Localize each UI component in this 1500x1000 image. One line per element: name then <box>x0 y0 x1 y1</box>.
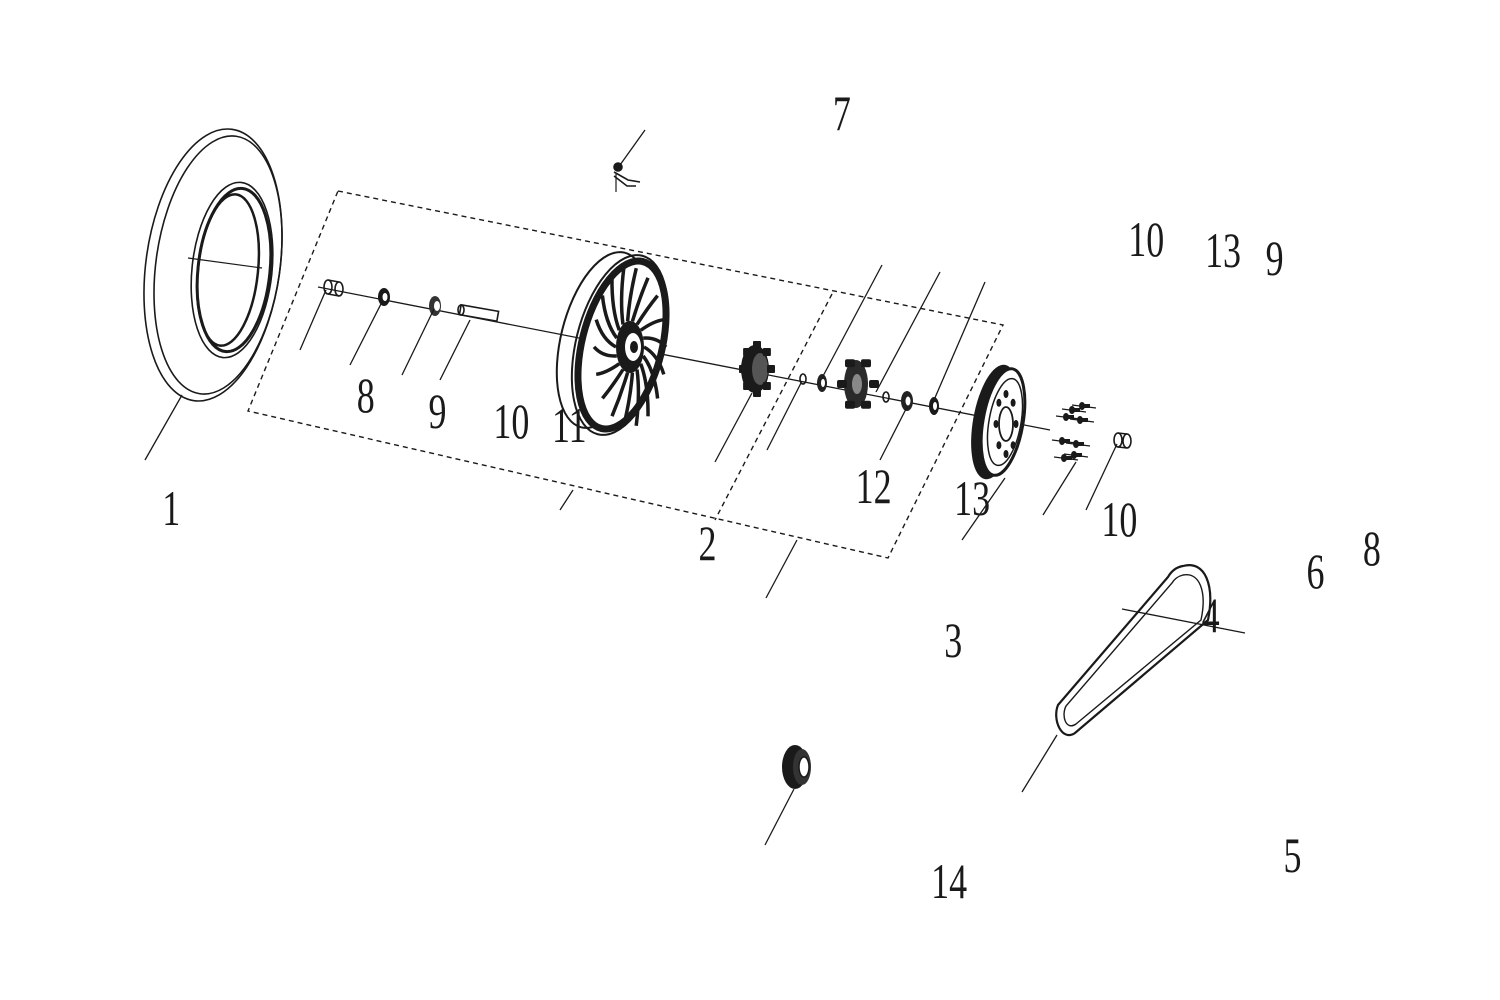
sprocket-tooth <box>743 348 752 356</box>
label-13-bottom: 13 <box>954 471 990 526</box>
pulley-hole <box>996 398 1002 407</box>
wheel-spoke <box>592 345 617 358</box>
wheel-spoke <box>619 267 626 325</box>
wheel-spoke <box>643 336 668 349</box>
assembly-2-outline <box>247 190 1005 559</box>
bolt <box>1055 413 1081 421</box>
pulley-hole <box>1010 441 1016 450</box>
wheel-spoke <box>635 294 659 326</box>
label-10-top: 10 <box>1128 212 1164 267</box>
wheel-spoke <box>643 345 666 375</box>
label-9-right: 9 <box>1266 231 1284 286</box>
washer-right <box>882 391 890 403</box>
pulley-hole <box>993 420 999 428</box>
label-8-right: 8 <box>1363 521 1381 576</box>
spacer-left <box>323 279 344 297</box>
bolt <box>1063 451 1089 459</box>
wheel-spoke <box>610 372 630 417</box>
sprocket-tooth <box>739 365 747 373</box>
hub-lug <box>845 400 855 409</box>
wheel-spoke <box>634 369 641 427</box>
pulley-hole <box>1003 450 1009 458</box>
wheel-spoke <box>641 354 660 399</box>
bolt <box>1051 437 1077 445</box>
bolt <box>1053 454 1079 462</box>
label-10-bottom: 10 <box>1101 492 1137 547</box>
bearing-right <box>901 391 913 411</box>
label-14: 14 <box>931 854 967 909</box>
spacer-right <box>1113 432 1132 449</box>
hub-lug <box>861 400 871 409</box>
tire <box>143 128 283 402</box>
wheel-spoke <box>639 317 665 332</box>
washer-middle <box>799 373 807 385</box>
leader-lines <box>144 129 1118 846</box>
label-4: 4 <box>1202 588 1220 643</box>
sprocket-tooth <box>753 389 761 397</box>
hub-lug <box>869 380 879 388</box>
label-13-top: 13 <box>1205 223 1241 278</box>
seal-left <box>378 288 390 306</box>
bolt <box>1061 406 1087 414</box>
wheel-spoke <box>630 277 650 322</box>
label-2: 2 <box>699 516 717 571</box>
bearing-left <box>429 296 441 316</box>
wheel-spoke <box>621 372 635 427</box>
pulley-hole <box>1010 398 1016 407</box>
label-10-left: 10 <box>493 394 529 449</box>
callout-labels: 1 2 3 4 5 6 7 8 8 9 9 10 10 10 11 12 13 … <box>162 86 1381 909</box>
drive-belt <box>1055 564 1246 737</box>
label-6: 6 <box>1307 544 1325 599</box>
assembly-3-outline <box>714 293 833 521</box>
wheel-hub <box>555 251 670 436</box>
sprocket-tooth <box>767 365 775 373</box>
label-3: 3 <box>944 613 962 668</box>
bolt <box>1071 402 1097 410</box>
wheel-spoke <box>625 267 639 322</box>
bearing-middle <box>817 374 827 392</box>
sprocket-tooth <box>762 348 771 356</box>
seal-right <box>929 397 939 415</box>
label-9-left: 9 <box>428 384 446 439</box>
label-11: 11 <box>552 398 587 453</box>
wheel-spoke <box>600 295 619 340</box>
hub-sprocket <box>739 341 775 397</box>
hub-lug <box>837 380 847 388</box>
pulley-hole <box>1013 420 1019 428</box>
hub-lug <box>845 359 855 368</box>
sprocket-tooth <box>762 382 771 390</box>
wheel-spoke <box>601 368 625 400</box>
sprocket-tooth <box>743 382 752 390</box>
wheel-spoke <box>594 319 617 349</box>
sprocket-tooth <box>753 341 761 349</box>
label-8-left: 8 <box>357 368 375 423</box>
pulley-wheel <box>971 364 1027 480</box>
drive-hub <box>837 359 879 409</box>
pulley-hole <box>1003 390 1009 398</box>
valve-stem <box>613 162 641 192</box>
idler-pulley <box>782 745 811 789</box>
bolt <box>1065 440 1091 448</box>
wheel-spoke <box>639 363 650 417</box>
hub-lug <box>861 359 871 368</box>
bolt <box>1069 416 1095 424</box>
label-7: 7 <box>833 86 851 141</box>
label-5: 5 <box>1283 828 1301 883</box>
bolt-set <box>1051 402 1097 462</box>
wheel-spoke <box>595 362 621 377</box>
pulley-hole <box>996 441 1002 450</box>
label-12: 12 <box>856 459 892 514</box>
axle-sleeve <box>457 303 500 323</box>
wheel-spoke <box>610 277 621 331</box>
label-1: 1 <box>162 481 180 536</box>
